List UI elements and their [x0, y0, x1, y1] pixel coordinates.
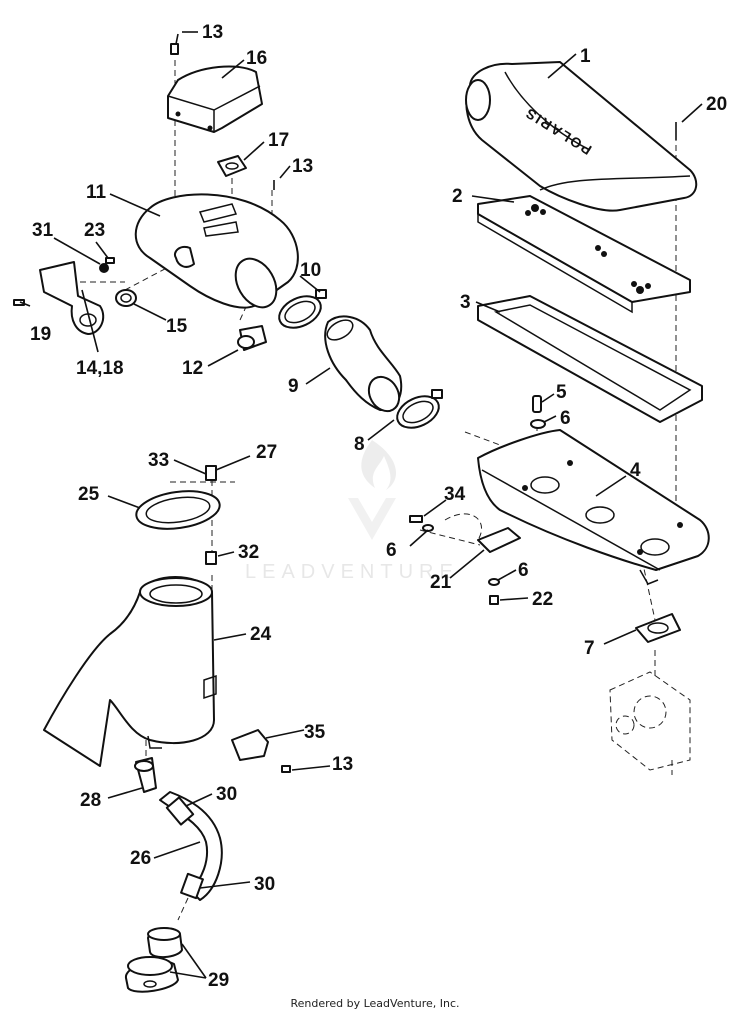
heat-shield [167, 43, 263, 133]
callout-label: 28 [80, 790, 101, 811]
callout-label: 4 [630, 460, 641, 481]
callout-labels: 1 2 3 4 5 6 6 6 6 7 8 9 10 11 12 13 13 1… [30, 22, 727, 991]
callout-label: 27 [256, 442, 277, 463]
silencer-housing [43, 576, 217, 767]
air-filter-element [477, 195, 691, 314]
hose-clamp-8 [396, 389, 443, 429]
callout-label: 12 [182, 358, 203, 379]
callout-label: 35 [304, 722, 326, 743]
air-box-gasket [477, 295, 703, 423]
silencer-canister [134, 193, 299, 309]
callout-label: 19 [30, 324, 51, 345]
callout-label: 25 [78, 484, 100, 505]
callout-label: 21 [430, 572, 452, 593]
air-box-cover: POLARIS [465, 61, 698, 212]
flange-ring [135, 490, 221, 530]
callout-label: 6 [560, 408, 571, 429]
watermark-text: LEADVENTURE [245, 561, 459, 583]
drain-elbow [134, 757, 157, 793]
callout-label: 8 [354, 434, 365, 455]
mount-bracket [13, 257, 137, 335]
leadventure-chevron-icon [348, 498, 396, 540]
callout-label: 23 [84, 220, 105, 241]
hose-clamp-10 [278, 289, 327, 329]
callout-label: 32 [238, 542, 259, 563]
flange-gasket [635, 613, 681, 643]
callout-label: 30 [216, 784, 237, 805]
drain-valve [125, 927, 183, 993]
callout-label: 6 [518, 560, 529, 581]
callout-label: 13 [292, 156, 313, 177]
screw-5 [530, 395, 546, 429]
callout-label: 9 [288, 376, 299, 397]
callout-label: 13 [202, 22, 223, 43]
callout-label: 29 [208, 970, 229, 991]
callout-label: 11 [86, 182, 107, 203]
callout-label: 7 [584, 638, 595, 659]
callout-label: 14,18 [76, 358, 124, 379]
callout-label: 6 [386, 540, 397, 561]
callout-label: 34 [444, 484, 466, 505]
callout-label: 26 [130, 848, 151, 869]
callout-label: 30 [254, 874, 275, 895]
callout-label: 22 [532, 589, 553, 610]
render-credit: Rendered by LeadVenture, Inc. [290, 997, 460, 1010]
callout-label: 16 [246, 48, 267, 69]
retaining-clip [231, 729, 291, 773]
intake-boot [324, 315, 403, 413]
screw-27 [205, 465, 217, 565]
bracket-21 [409, 513, 521, 605]
callout-label: 33 [148, 450, 169, 471]
callout-label: 20 [706, 94, 727, 115]
callout-label: 24 [250, 624, 272, 645]
callout-label: 31 [32, 220, 54, 241]
watermark: LEADVENTURE [245, 440, 459, 583]
air-box-base [477, 429, 710, 585]
grommet [217, 155, 247, 177]
callout-label: 13 [332, 754, 353, 775]
callout-label: 3 [460, 292, 471, 313]
callout-label: 10 [300, 260, 321, 281]
leadventure-logo-icon [361, 440, 397, 490]
carburetor [609, 671, 691, 775]
callout-label: 17 [268, 130, 289, 151]
callout-label: 1 [580, 46, 591, 67]
nipple-12 [237, 325, 267, 351]
leader-lines [19, 31, 703, 979]
callout-label: 5 [556, 382, 567, 403]
callout-label: 2 [452, 186, 463, 207]
callout-label: 15 [166, 316, 188, 337]
